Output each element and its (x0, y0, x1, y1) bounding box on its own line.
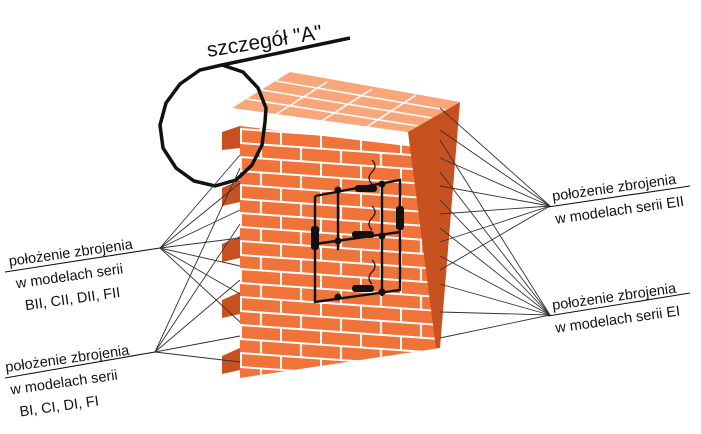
wall-left-teeth (222, 126, 240, 374)
leader-lines-right-lower (439, 139, 551, 339)
svg-text:BI, CI, DI, FI: BI, CI, DI, FI (19, 393, 100, 420)
detail-circle (158, 63, 268, 188)
label-rules (4, 185, 691, 379)
wall-top-joints (246, 80, 447, 129)
leader-lines-right-upper (439, 107, 551, 271)
reinforcement-bars (311, 180, 404, 301)
label-right-upper: położenie zbrojenia w modelach serii EII (551, 172, 685, 228)
detail-marker (158, 36, 351, 188)
leader-lines-left-lower (154, 167, 241, 363)
wall-front-face (240, 126, 440, 378)
brick-wall (222, 72, 460, 378)
leader-lines-left-upper (159, 154, 241, 323)
svg-text:BII, CII, DII, FII: BII, CII, DII, FII (24, 285, 121, 314)
detail-leader (221, 36, 351, 67)
label-right-lower: położenie zbrojenia w modelach serii EI (551, 281, 681, 337)
label-left-lower: położenie zbrojenia w modelach serii BI,… (4, 343, 131, 421)
wall-top-face (232, 72, 460, 132)
wall-right-side (408, 102, 460, 348)
label-left-upper: położenie zbrojenia w modelach serii BII… (8, 237, 135, 315)
